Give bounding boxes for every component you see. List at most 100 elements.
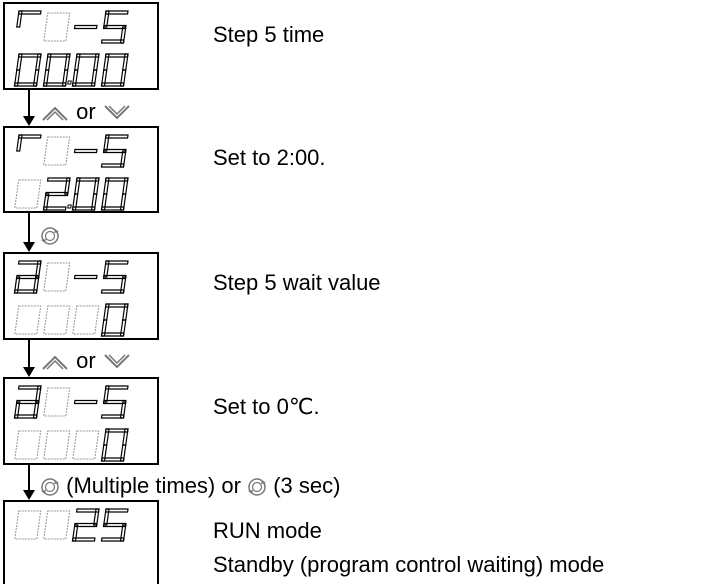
segment-b bbox=[122, 177, 129, 195]
segment-c bbox=[90, 193, 98, 211]
segment-g bbox=[102, 148, 127, 154]
seg-display-top bbox=[13, 385, 129, 419]
display-top-row bbox=[11, 133, 151, 169]
seg-display-bottom bbox=[14, 177, 129, 211]
segment-g bbox=[102, 399, 127, 405]
segment-g bbox=[102, 274, 127, 280]
segment-f bbox=[16, 134, 23, 152]
unlit-digit bbox=[14, 510, 42, 540]
display-top-row bbox=[11, 259, 151, 295]
or-text: or bbox=[76, 348, 96, 373]
display-bottom-row bbox=[11, 302, 151, 338]
seg-display-bottom bbox=[13, 53, 129, 87]
segment-f bbox=[103, 260, 110, 278]
segment-f bbox=[103, 134, 110, 152]
segment-f bbox=[74, 53, 81, 71]
unlit-digit bbox=[72, 430, 100, 460]
segment-e bbox=[71, 524, 79, 542]
segment-e bbox=[13, 401, 21, 419]
step-description: Step 5 time bbox=[213, 22, 325, 47]
segment-b bbox=[35, 260, 42, 278]
segment-f bbox=[16, 10, 23, 28]
seg-display-top bbox=[16, 134, 129, 168]
unlit-digit bbox=[43, 136, 71, 166]
transition-label: or bbox=[40, 99, 132, 125]
segment-f bbox=[103, 428, 110, 446]
decimal-point bbox=[67, 80, 72, 85]
segment-d bbox=[100, 537, 125, 542]
segment-g bbox=[15, 274, 40, 280]
segment-e bbox=[100, 319, 108, 337]
step-description: RUN mode bbox=[213, 518, 322, 543]
segment-e bbox=[13, 276, 21, 294]
step-description-secondary: Standby (program control waiting) mode bbox=[213, 552, 605, 577]
segment-c bbox=[119, 150, 127, 168]
cycle-key-icon[interactable] bbox=[40, 226, 60, 246]
segment-f bbox=[16, 53, 23, 71]
down-arrow bbox=[21, 213, 37, 252]
segment-g bbox=[102, 24, 127, 30]
segment-e bbox=[100, 444, 108, 462]
segment-d bbox=[100, 289, 125, 294]
segment-c bbox=[32, 401, 40, 419]
segment-g bbox=[15, 399, 40, 405]
unlit-digit bbox=[43, 430, 71, 460]
display-top-row bbox=[11, 9, 151, 45]
segment-c bbox=[119, 444, 127, 462]
segment-b bbox=[122, 428, 129, 446]
step-description: Set to 0℃. bbox=[213, 394, 320, 419]
unlit-digit bbox=[14, 430, 42, 460]
segment-f bbox=[103, 10, 110, 28]
unlit-digit bbox=[43, 262, 71, 292]
display-bottom-row bbox=[11, 176, 151, 212]
down-arrow bbox=[21, 340, 37, 377]
segment-c bbox=[119, 401, 127, 419]
segment-e bbox=[42, 193, 50, 211]
unlit-digit bbox=[43, 305, 71, 335]
step-description: Set to 2:00. bbox=[213, 145, 326, 170]
segment-b bbox=[35, 385, 42, 403]
segment-c bbox=[119, 193, 127, 211]
up-chevron-icon[interactable] bbox=[40, 352, 70, 372]
down-chevron-icon[interactable] bbox=[102, 352, 132, 372]
segment-f bbox=[103, 385, 110, 403]
cycle-key-icon[interactable] bbox=[247, 477, 267, 497]
display-panel-1 bbox=[3, 2, 159, 90]
segment-f bbox=[103, 53, 110, 71]
segment-f bbox=[103, 177, 110, 195]
display-bottom-row bbox=[11, 427, 151, 463]
segment-g bbox=[73, 399, 98, 405]
unlit-digit bbox=[43, 12, 71, 42]
cycle-key-icon[interactable] bbox=[40, 477, 60, 497]
or-text: or bbox=[76, 99, 96, 124]
segment-d bbox=[100, 163, 125, 168]
multiple-times-text: (Multiple times) or bbox=[66, 473, 241, 498]
up-chevron-icon[interactable] bbox=[40, 103, 70, 123]
segment-b bbox=[64, 177, 71, 195]
unlit-digit bbox=[14, 305, 42, 335]
three-sec-text: (3 sec) bbox=[273, 473, 341, 498]
decimal-point bbox=[67, 204, 72, 209]
display-panel-2 bbox=[3, 126, 159, 213]
step-description: Step 5 wait value bbox=[213, 270, 381, 295]
unlit-digit bbox=[72, 305, 100, 335]
display-panel-3 bbox=[3, 252, 159, 340]
down-arrow bbox=[21, 90, 37, 126]
segment-g bbox=[73, 148, 98, 154]
segment-c bbox=[119, 319, 127, 337]
display-panel-4 bbox=[3, 377, 159, 465]
down-chevron-icon[interactable] bbox=[102, 103, 132, 123]
segment-b bbox=[93, 508, 100, 526]
segment-g bbox=[73, 24, 98, 30]
segment-g bbox=[44, 191, 69, 197]
seg-display-bottom bbox=[14, 303, 129, 337]
seg-display-top bbox=[14, 508, 129, 542]
transition-label: or bbox=[40, 348, 132, 374]
segment-f bbox=[74, 177, 81, 195]
seg-display-top bbox=[13, 260, 129, 294]
display-panel-5 bbox=[3, 500, 159, 584]
segment-c bbox=[119, 276, 127, 294]
segment-g bbox=[102, 522, 127, 528]
seg-display-bottom bbox=[14, 428, 129, 462]
seg-display-top bbox=[16, 10, 129, 44]
